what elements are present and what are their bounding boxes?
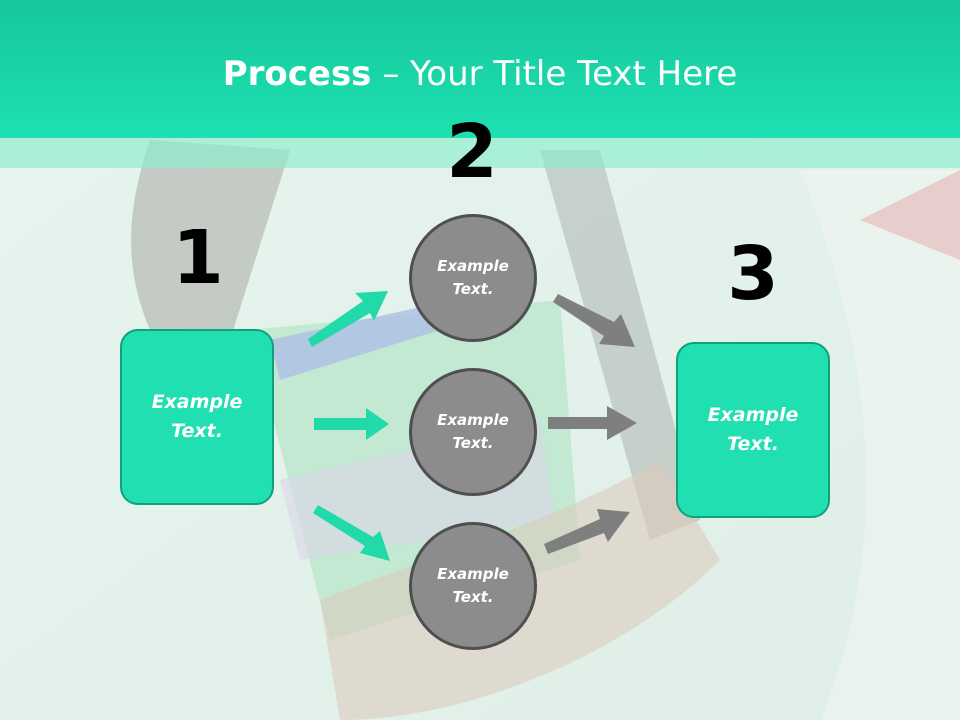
step-2-circle-bottom-text: Example Text.: [437, 565, 509, 606]
step-2-circle-top-text: Example Text.: [437, 257, 509, 298]
step-1-text: Example Text.: [151, 391, 243, 442]
slide-title: Process – Your Title Text Here: [0, 52, 960, 96]
step-number-1: 1: [172, 215, 224, 301]
arrow-down-right-teal: [313, 505, 390, 561]
step-1-box: Example Text.: [120, 329, 274, 505]
title-bar: [0, 0, 960, 138]
step-2-circle-top: Example Text.: [409, 214, 537, 342]
step-number-2: 2: [446, 109, 498, 195]
title-bar-band: [0, 138, 960, 168]
title-bold: Process: [222, 54, 372, 94]
arrow-down-right-gray: [553, 294, 635, 347]
step-2-circle-bottom: Example Text.: [409, 522, 537, 650]
step-number-3: 3: [727, 231, 779, 317]
step-2-circle-middle-text: Example Text.: [437, 411, 509, 452]
step-3-text: Example Text.: [707, 404, 799, 455]
step-2-circle-middle: Example Text.: [409, 368, 537, 496]
arrow-right-teal: [314, 408, 389, 440]
arrow-up-right-gray: [544, 509, 630, 554]
step-3-box: Example Text.: [676, 342, 830, 518]
title-rest: – Your Title Text Here: [371, 54, 738, 94]
arrow-up-right-teal: [308, 291, 388, 347]
arrow-right-gray: [548, 406, 637, 440]
